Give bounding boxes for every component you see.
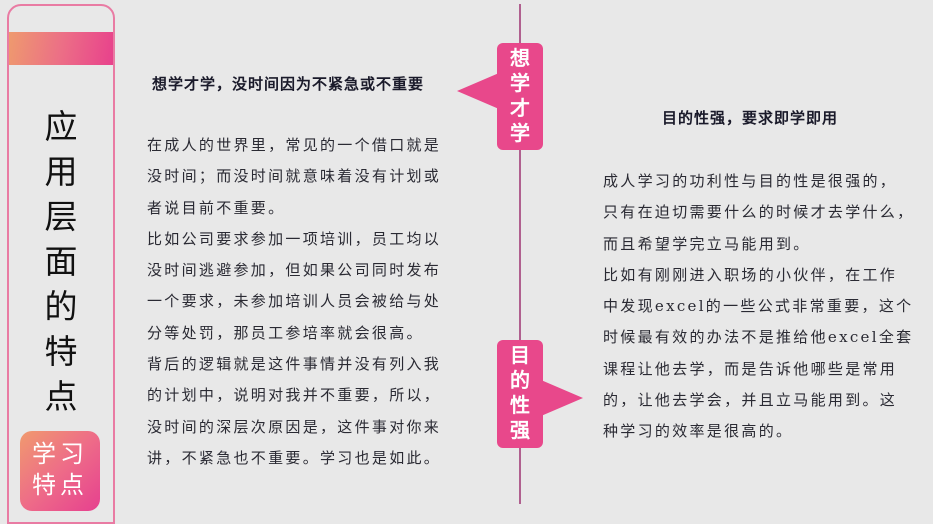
body-line: 者说目前不重要。	[147, 198, 286, 217]
side-title-char: 应	[44, 107, 78, 146]
side-title-char: 层	[44, 197, 78, 236]
body-line: 比如有刚刚进入职场的小伙伴，在工作	[603, 265, 898, 284]
body-line: 比如公司要求参加一项培训，员工均以	[147, 229, 442, 248]
body-line: 中发现excel的一些公式非常重要，这个	[603, 297, 914, 316]
side-title-char: 面	[44, 242, 78, 281]
side-title-char: 用	[44, 152, 78, 191]
tag-char: 强	[510, 418, 530, 442]
tag-char: 学	[510, 121, 530, 145]
body-line: 背后的逻辑就是这件事情并没有列入我	[147, 355, 442, 374]
body-line: 课程让他去学，而是告诉他哪些是常用	[603, 359, 898, 378]
body-line: 一个要求，未参加培训人员会被给与处	[147, 292, 442, 311]
left-section-body: 在成人的世界里，常见的一个借口就是 没时间；而没时间就意味着没有计划或 者说目前…	[147, 130, 441, 474]
body-line: 而且希望学完立马能用到。	[603, 234, 811, 253]
tag-learn-when-want: 想 学 才 学	[457, 43, 543, 150]
tag-char: 目	[510, 343, 530, 367]
body-line: 的，让他去学会，并且立马能用到。这	[603, 391, 898, 410]
body-line: 成人学习的功利性与目的性是很强的，	[603, 172, 898, 190]
side-panel: 应 用 层 面 的 特 点 学习 特点	[7, 4, 115, 524]
body-line: 没时间；而没时间就意味着没有计划或	[147, 167, 442, 186]
body-line: 没时间的深层次原因是，这件事对你来	[147, 417, 442, 436]
body-line: 只有在迫切需要什么的时候才去学什么，	[603, 203, 915, 222]
side-panel-title: 应 用 层 面 的 特 点	[9, 104, 113, 419]
badge-line-1: 学习	[32, 440, 88, 468]
right-section-body: 成人学习的功利性与目的性是很强的， 只有在迫切需要什么的时候才去学什么， 而且希…	[603, 166, 914, 448]
body-line: 时候最有效的办法不是推给他excel全套	[603, 328, 914, 347]
center-divider-line	[519, 4, 521, 504]
body-line: 分等处罚，那员工参培率就会很高。	[147, 323, 424, 342]
tag-char: 想	[510, 46, 530, 70]
badge-line-2: 特点	[32, 471, 88, 499]
body-line: 种学习的效率是很高的。	[603, 422, 794, 441]
body-line: 没时间逃避参加，但如果公司同时发布	[147, 261, 442, 280]
side-panel-header-band	[9, 32, 113, 65]
learning-features-badge[interactable]: 学习 特点	[20, 431, 100, 511]
side-title-char: 特	[44, 332, 78, 371]
left-section-heading: 想学才学，没时间因为不紧急或不重要	[152, 75, 425, 93]
tag-char: 学	[510, 71, 530, 95]
tag-char: 性	[510, 393, 530, 417]
body-line: 的计划中，说明对我并不重要，所以，	[147, 386, 442, 405]
tag-char: 才	[510, 96, 530, 120]
body-line: 讲，不紧急也不重要。学习也是如此。	[147, 448, 442, 467]
tag-char: 的	[510, 368, 530, 392]
tag-strong-purpose: 目 的 性 强	[497, 340, 583, 448]
body-line: 在成人的世界里，常见的一个借口就是	[147, 136, 442, 154]
side-title-char: 点	[44, 377, 78, 416]
right-section-heading: 目的性强，要求即学即用	[662, 109, 839, 127]
side-title-char: 的	[44, 287, 78, 326]
